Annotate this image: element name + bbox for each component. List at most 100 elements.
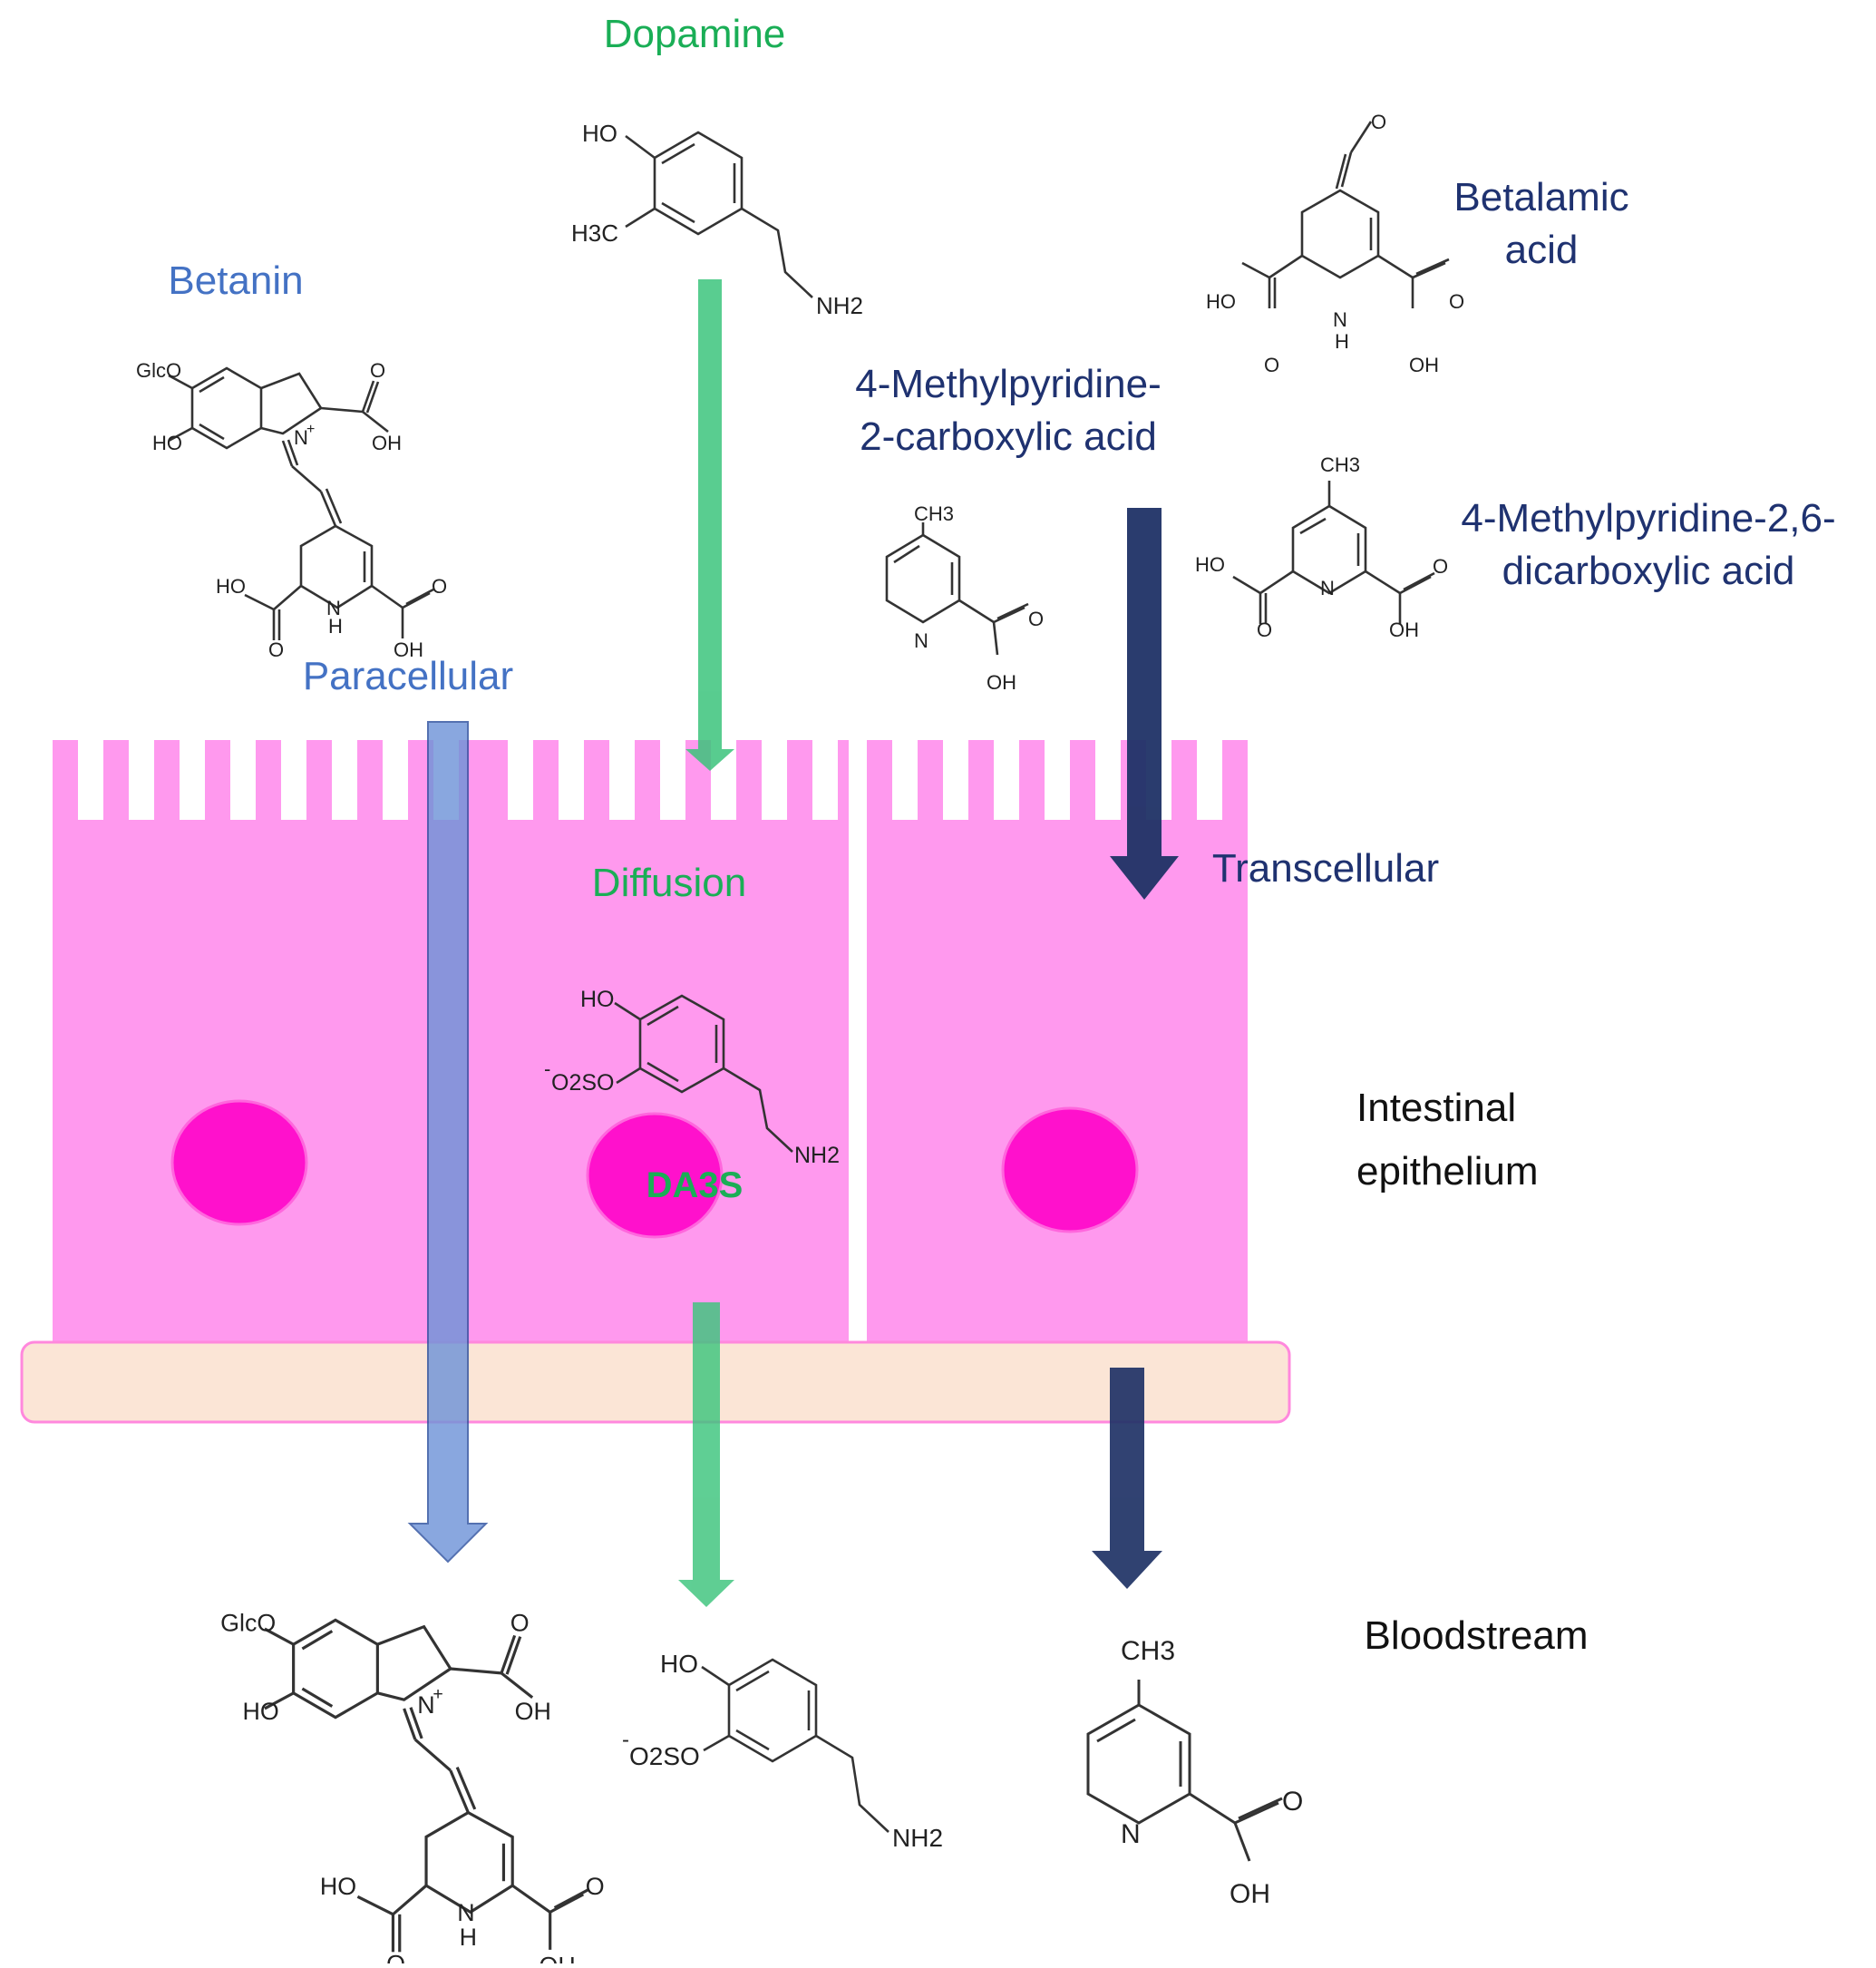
microvillus-gap — [892, 740, 918, 820]
label-transcellular: Transcellular — [1212, 846, 1439, 891]
microvillus — [635, 740, 660, 820]
atom-ho: HO — [1206, 290, 1236, 313]
arrows — [407, 279, 1179, 1607]
atom-o: O — [1257, 619, 1272, 641]
molecule-da3s-blood: HO - O2SO NH2 — [622, 1650, 943, 1852]
microvillus — [357, 740, 383, 820]
molecule-betanin-bottom: GlcO HO N + O OH HO O N H O OH — [220, 1610, 604, 1968]
label-mpdca-line1: 4-Methylpyridine-2,6- — [1461, 496, 1835, 541]
microvillus-gap — [129, 740, 154, 820]
atom-h: H — [1335, 330, 1349, 353]
atom-o: O — [1282, 1787, 1303, 1817]
atom-plus: + — [433, 1684, 442, 1704]
microvillus — [867, 740, 892, 820]
atom-oh: OH — [1409, 354, 1439, 376]
label-mpca-line1: 4-Methylpyridine- — [855, 362, 1161, 406]
label-betalamic-line1: Betalamic — [1453, 175, 1628, 219]
label-intestinal-line1: Intestinal — [1356, 1086, 1516, 1130]
atom-ho: HO — [243, 1698, 279, 1725]
atom-h3c: H3C — [571, 219, 618, 247]
microvillus-gap — [660, 740, 685, 820]
atom-n: N — [1333, 308, 1347, 331]
microvillus-gap — [559, 740, 584, 820]
microvillus — [736, 740, 762, 820]
label-intestinal-line2: epithelium — [1356, 1149, 1539, 1193]
microvillus-gap — [1197, 740, 1222, 820]
intercellular-gap — [849, 740, 867, 1351]
atom-ho: HO — [216, 575, 246, 598]
microvillus-gap — [1248, 740, 1273, 820]
microvillus — [787, 740, 812, 820]
atom-o: O — [432, 575, 447, 598]
label-bloodstream: Bloodstream — [1364, 1613, 1588, 1658]
molecule-betalamic-acid: O HO O N H O OH — [1206, 111, 1464, 376]
microvillus-gap — [994, 740, 1019, 820]
microvillus-gap — [78, 740, 103, 820]
nucleus-left — [170, 1099, 308, 1226]
microvillus — [1171, 740, 1197, 820]
nucleus-middle — [586, 1112, 724, 1239]
microvillus — [154, 740, 180, 820]
microvillus-gap — [508, 740, 533, 820]
cell-middle — [482, 820, 849, 1351]
microvillus — [103, 740, 129, 820]
microvillus — [1019, 740, 1045, 820]
microvillus-gap — [281, 740, 306, 820]
microvillus-gap — [383, 740, 408, 820]
microvillus — [968, 740, 994, 820]
atom-o: O — [1028, 608, 1044, 630]
atom-oh: OH — [515, 1698, 551, 1725]
molecule-da3s-cell: HO - O2SO NH2 — [544, 987, 840, 1168]
atom-ch3: CH3 — [1121, 1636, 1175, 1666]
atom-n-plus: N — [294, 426, 308, 449]
atom-oh: OH — [1389, 619, 1419, 641]
microvillus-gap — [943, 740, 968, 820]
label-paracellular: Paracellular — [303, 654, 513, 698]
atom-minus: - — [544, 1057, 550, 1080]
atom-o: O — [1433, 555, 1448, 578]
label-diffusion: Diffusion — [592, 861, 746, 905]
label-mpca-line2: 2-carboxylic acid — [860, 414, 1157, 459]
label-mpdca-line2: dicarboxylic acid — [1502, 549, 1795, 593]
atom-minus: - — [622, 1728, 629, 1752]
atom-oh: OH — [987, 671, 1016, 694]
atom-ho: HO — [660, 1650, 698, 1678]
atom-o: O — [386, 1950, 405, 1963]
microvillus — [1222, 740, 1248, 820]
atom-nh2: NH2 — [794, 1143, 840, 1168]
diffusion-arrow-top — [685, 279, 734, 771]
labels: Dopamine Betanin Betalamic acid 4-Methyl… — [168, 12, 1835, 1658]
atom-h: H — [328, 615, 343, 638]
molecule-dopamine: HO H3C NH2 — [571, 120, 863, 319]
atom-n: N — [326, 597, 341, 619]
atom-o: O — [1264, 354, 1279, 376]
atom-oh: OH — [394, 638, 423, 661]
microvillus — [918, 740, 943, 820]
atom-ho: HO — [152, 432, 182, 454]
atom-oh: OH — [372, 432, 402, 454]
molecule-mpdca: CH3 HO O N O OH — [1195, 453, 1448, 641]
atom-o2so: O2SO — [629, 1742, 700, 1770]
microvillus — [306, 740, 332, 820]
microvillus-gap — [609, 740, 635, 820]
molecule-betanin-top: GlcO HO N + O OH HO O N H O OH — [136, 359, 447, 661]
atom-h: H — [460, 1924, 477, 1951]
molecule-mpca-blood: CH3 N O OH — [1086, 1636, 1303, 1909]
atom-glco: GlcO — [136, 359, 181, 382]
atom-nh2: NH2 — [816, 292, 863, 319]
atom-n: N — [1320, 577, 1335, 599]
atom-ho: HO — [1195, 553, 1225, 576]
microvillus-gap — [1095, 740, 1121, 820]
atom-n-plus: N — [417, 1691, 434, 1719]
microvillus-gap — [1045, 740, 1070, 820]
microvillus — [533, 740, 559, 820]
microvillus-gap — [332, 740, 357, 820]
diffusion-arrow-bottom — [678, 1302, 734, 1607]
atom-n: N — [914, 629, 928, 652]
microvillus — [1070, 740, 1095, 820]
microvillus-gap — [230, 740, 256, 820]
cell-right — [867, 820, 1248, 1351]
atom-ch3: CH3 — [914, 502, 954, 525]
epithelium — [20, 740, 1291, 1424]
